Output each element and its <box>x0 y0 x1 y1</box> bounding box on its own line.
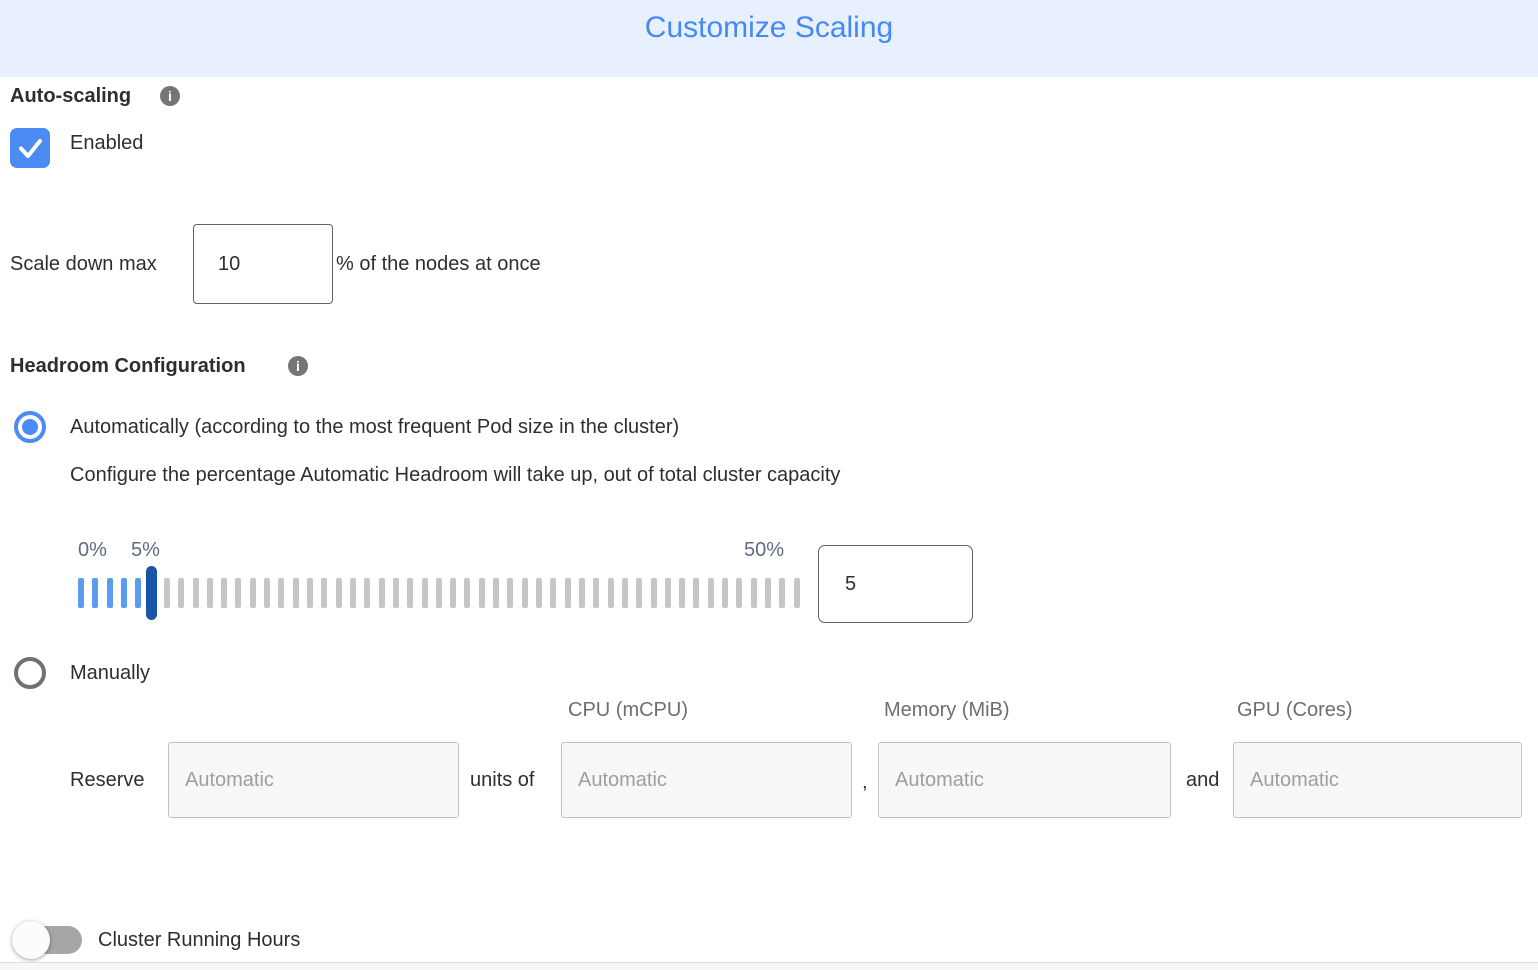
bottom-divider <box>0 962 1538 963</box>
slider-ticks[interactable] <box>78 566 800 620</box>
radio-dot <box>22 419 38 435</box>
slider-tick <box>636 578 643 608</box>
reserve-count-input[interactable] <box>168 742 459 818</box>
slider-tick <box>278 578 285 608</box>
slider-tick <box>249 578 256 608</box>
headroom-configuration-label: Headroom Configuration <box>10 355 246 377</box>
headroom-manually-label: Manually <box>70 662 151 684</box>
scale-down-max-label: Scale down max <box>10 253 157 275</box>
slider-tick <box>135 578 142 608</box>
slider-tick <box>464 578 471 608</box>
cpu-column-header: CPU (mCPU) <box>568 699 688 721</box>
headroom-automatic-description: Configure the percentage Automatic Headr… <box>70 464 841 486</box>
enabled-label: Enabled <box>70 132 144 154</box>
slider-tick <box>120 578 127 608</box>
slider-tick <box>593 578 600 608</box>
slider-tick <box>450 578 457 608</box>
toggle-knob[interactable] <box>12 921 50 959</box>
slider-tick <box>607 578 614 608</box>
reserve-label: Reserve <box>70 769 145 791</box>
comma-separator: , <box>862 771 868 793</box>
slider-tick <box>364 578 371 608</box>
scale-down-suffix-label: % of the nodes at once <box>336 253 541 275</box>
slider-min-label: 0% <box>78 539 107 561</box>
slider-tick <box>493 578 500 608</box>
slider-handle[interactable] <box>146 566 157 620</box>
slider-tick <box>392 578 399 608</box>
slider-tick <box>292 578 299 608</box>
slider-tick <box>793 578 800 608</box>
slider-tick <box>78 578 84 608</box>
slider-tick <box>349 578 356 608</box>
slider-tick <box>507 578 514 608</box>
headroom-percentage-input[interactable] <box>818 545 973 623</box>
units-of-label: units of <box>470 769 535 791</box>
dialog-header: Customize Scaling <box>0 0 1538 77</box>
slider-tick <box>163 578 170 608</box>
slider-tick <box>779 578 786 608</box>
page-title: Customize Scaling <box>644 11 894 44</box>
slider-tick <box>621 578 628 608</box>
auto-scaling-label: Auto-scaling <box>10 85 132 107</box>
and-label: and <box>1186 769 1220 791</box>
slider-tick <box>435 578 442 608</box>
slider-tick <box>736 578 743 608</box>
slider-tick <box>321 578 328 608</box>
slider-tick <box>421 578 428 608</box>
headroom-manually-radio[interactable] <box>14 657 46 689</box>
slider-tick <box>178 578 185 608</box>
slider-current-label: 5% <box>131 539 160 561</box>
scale-down-max-input[interactable] <box>193 224 333 304</box>
bottom-strip <box>0 963 1538 970</box>
slider-tick <box>335 578 342 608</box>
memory-column-header: Memory (MiB) <box>884 699 1010 721</box>
slider-max-label: 50% <box>744 539 785 561</box>
slider-tick <box>92 578 99 608</box>
slider-tick <box>307 578 313 608</box>
slider-tick <box>693 578 700 608</box>
slider-tick <box>264 578 271 608</box>
slider-tick <box>765 578 771 608</box>
slider-tick <box>478 578 485 608</box>
slider-tick <box>650 578 657 608</box>
slider-tick <box>679 578 686 608</box>
slider-tick <box>707 578 714 608</box>
reserve-gpu-input[interactable] <box>1233 742 1522 818</box>
reserve-memory-input[interactable] <box>878 742 1171 818</box>
slider-tick <box>750 578 757 608</box>
slider-tick <box>206 578 213 608</box>
slider-tick <box>521 578 528 608</box>
checkmark-icon <box>10 128 50 168</box>
headroom-automatic-radio[interactable] <box>14 411 46 443</box>
slider-tick <box>564 578 571 608</box>
slider-tick <box>664 578 671 608</box>
slider-tick <box>407 578 414 608</box>
slider-tick <box>536 578 542 608</box>
slider-tick <box>550 578 557 608</box>
headroom-info-icon[interactable]: i <box>288 356 308 376</box>
slider-tick <box>578 578 585 608</box>
headroom-automatic-label: Automatically (according to the most fre… <box>70 416 680 438</box>
auto-scaling-enabled-checkbox[interactable] <box>10 128 50 168</box>
gpu-column-header: GPU (Cores) <box>1237 699 1353 721</box>
slider-tick <box>192 578 199 608</box>
slider-tick <box>722 578 729 608</box>
slider-tick <box>378 578 385 608</box>
cluster-running-hours-label: Cluster Running Hours <box>98 929 301 951</box>
slider-tick <box>221 578 228 608</box>
slider-tick <box>106 578 113 608</box>
slider-tick <box>235 578 242 608</box>
auto-scaling-info-icon[interactable]: i <box>160 86 180 106</box>
reserve-cpu-input[interactable] <box>561 742 852 818</box>
